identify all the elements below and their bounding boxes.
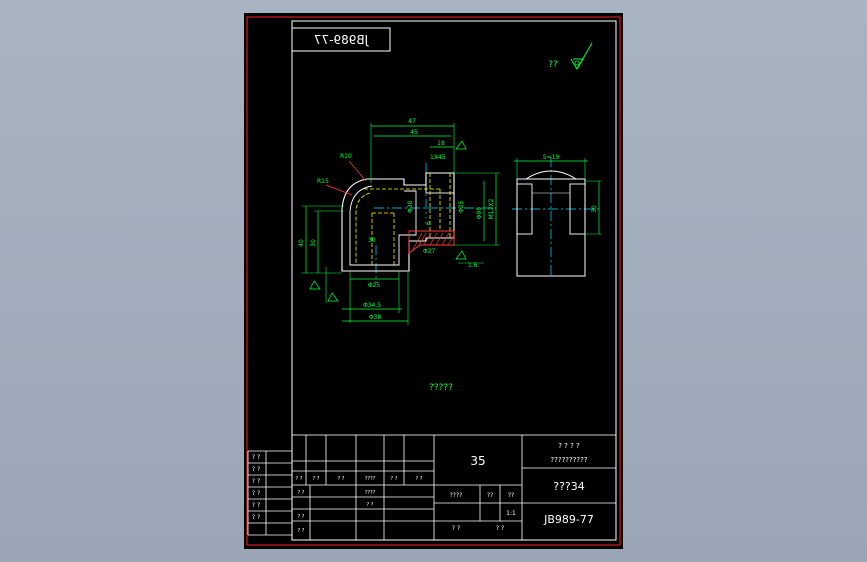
col-b-label: ?? [508, 492, 514, 499]
dim-side-30-label: 30 [591, 205, 598, 213]
roughness-symbol: ?? [548, 42, 593, 70]
dim-phi95-label: Φ95 [476, 207, 483, 220]
left-label-3: ? ? [252, 478, 260, 485]
outer-frame [246, 16, 621, 546]
dim-spanner: S=19 [514, 154, 588, 179]
dim-40: 40 [298, 205, 344, 273]
dim-phi95: Φ95 [476, 181, 485, 241]
dim-1-6: 1.6 [455, 250, 484, 269]
title-block [247, 434, 617, 541]
cad-drawing-canvas: JB989-77 ?? [246, 16, 621, 546]
dim-18-label: 18 [437, 140, 445, 147]
rev-cell: ? ? [367, 502, 374, 508]
dim-6-label: 6 [425, 221, 432, 225]
left-label-2: ? ? [252, 466, 260, 473]
title-block-text: ? ? ? ? ? ? ? ? ? ? ? ? ? ? ? ? ? ? ????… [252, 442, 594, 534]
drawing-number: JB989-77 [543, 513, 594, 526]
main-section-view: 47 45 18 1X45 R10 R15 40 [298, 118, 500, 325]
sheet-label: ? ? [452, 525, 460, 532]
rev-cell: ? ? [298, 490, 305, 496]
rev-cell: ???? [365, 490, 376, 496]
dim-phi27-label: Φ27 [423, 248, 436, 255]
dim-1-6-label: 1.6 [468, 262, 478, 269]
dim-side-height: 30 [585, 180, 602, 235]
dim-47: 47 [370, 118, 455, 183]
dim-18: 18 [430, 140, 467, 150]
rev-cell: ? ? [296, 476, 303, 482]
rev-cell: ? ? [391, 476, 398, 482]
dim-r10: R10 [340, 153, 367, 182]
mirrored-code-box: JB989-77 [291, 27, 391, 52]
dim-r15: R15 [317, 178, 353, 196]
roughness-label: ?? [548, 60, 558, 70]
dim-phi38b-label: Φ38 [369, 314, 382, 321]
dim-40-label: 40 [298, 239, 305, 247]
rev-cell: ? ? [338, 476, 345, 482]
code-mirrored: JB989-77 [314, 33, 369, 47]
dim-r10-label: R10 [340, 153, 352, 160]
dim-30b-label: 30 [368, 237, 376, 244]
rev-cell: ? ? [313, 476, 320, 482]
dim-spanner-label: S=19 [543, 154, 560, 161]
part-name-line2: ?????????? [550, 456, 587, 464]
sheet-label-2: ? ? [496, 525, 504, 532]
col-a-label: ?? [487, 492, 493, 499]
dim-30-label: 30 [310, 239, 317, 247]
drawing-name: ???34 [553, 480, 585, 493]
part-name-line1: ? ? ? ? [558, 442, 580, 450]
dim-1x45-label: 1X45 [430, 154, 446, 161]
rev-cell: ? ? [416, 476, 423, 482]
side-view: S=19 30 [512, 154, 602, 278]
weight-label: ???? [450, 492, 463, 499]
left-label-1: ? ? [252, 454, 260, 461]
material-value: 35 [470, 454, 485, 468]
technical-note: ????? [429, 383, 453, 393]
left-label-5: ? ? [252, 502, 260, 509]
rev-cell: ???? [365, 476, 376, 482]
dim-phi25-label: Φ25 [458, 200, 465, 213]
dim-phi38-label: Φ38 [407, 200, 414, 213]
dim-m12-label: M12X2 [488, 198, 495, 219]
dim-30: 30 [310, 210, 344, 273]
dim-phi34: Φ34.5 [342, 302, 402, 310]
rev-cell: ? ? [298, 514, 305, 520]
dim-47-label: 47 [408, 118, 416, 125]
scale-value: 1:1 [506, 510, 516, 517]
rev-cell: ? ? [298, 528, 305, 534]
elbow-outline [341, 172, 455, 272]
dim-phi25-bottom: Φ25 [349, 271, 400, 323]
dim-phi38-bottom: Φ38 [342, 271, 409, 325]
dim-45-label: 45 [410, 129, 418, 136]
left-label-6: ? ? [252, 514, 260, 521]
dim-45: 45 [374, 129, 451, 137]
left-label-4: ? ? [252, 490, 260, 497]
dim-phi34-label: Φ34.5 [363, 302, 381, 309]
dim-phi25b-label: Φ25 [368, 282, 381, 289]
drawing-sheet: JB989-77 ?? [244, 13, 623, 549]
dim-r15-label: R15 [317, 178, 329, 185]
dim-m12: M12X2 [454, 172, 500, 246]
